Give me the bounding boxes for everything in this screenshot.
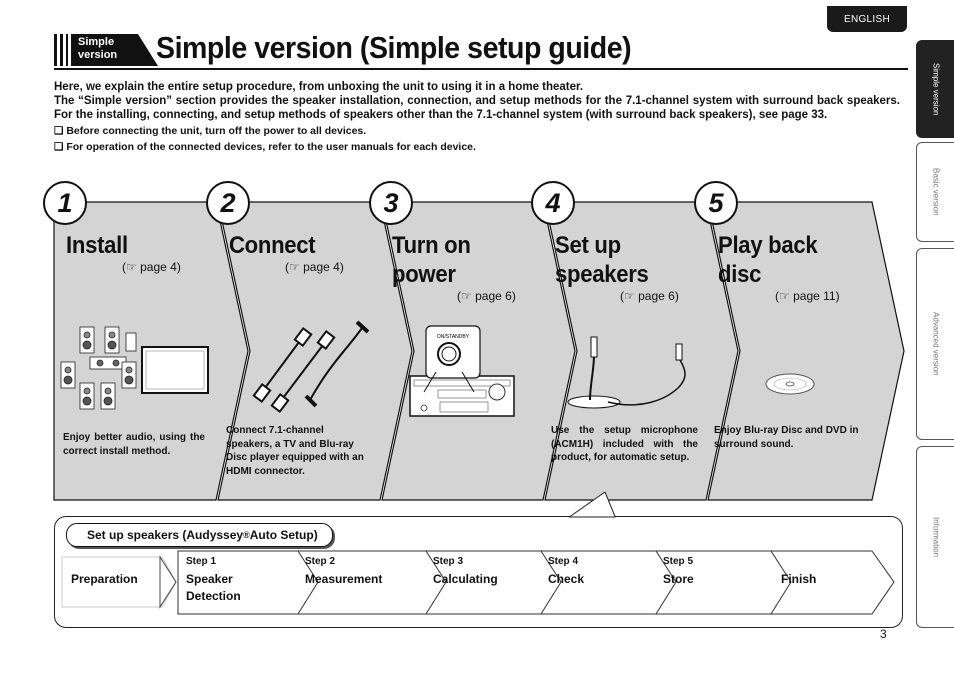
page-ref-turn-on[interactable]: (☞ page 6) xyxy=(457,289,516,303)
panel-play-back xyxy=(707,201,905,501)
flow-measurement: Measurement xyxy=(305,572,383,586)
step-number-2: 2 xyxy=(206,181,250,225)
microphone-icon xyxy=(567,336,686,409)
tab-simple-version[interactable]: Simple version xyxy=(916,40,954,138)
page-ref-play-back[interactable]: (☞ page 11) xyxy=(775,289,840,303)
flow-step-label: Step 2 xyxy=(305,556,336,567)
hand-pointer-icon: ☞ xyxy=(126,260,137,274)
page-title: Simple version (Simple setup guide) xyxy=(156,30,632,65)
tab-advanced-version[interactable]: Advanced version xyxy=(916,248,954,440)
audyssey-setup-box xyxy=(54,516,903,628)
desc-install: Enjoy better audio, using the correct in… xyxy=(63,432,205,457)
tab-label: Information xyxy=(931,516,941,558)
section-marker-bars xyxy=(54,34,74,66)
receiver-icon: ON/STANDBY xyxy=(409,325,515,417)
language-tab[interactable]: ENGLISH xyxy=(827,6,907,32)
speaker-icon xyxy=(60,326,137,410)
page-number: 3 xyxy=(880,627,887,641)
flow-calculating: Calculating xyxy=(433,572,498,586)
intro-line2: The “Simple version” section provides th… xyxy=(54,95,900,121)
desc-setup-speakers: Use the setup microphone (ACM1H) include… xyxy=(551,425,698,463)
hand-pointer-icon: ☞ xyxy=(779,289,790,303)
flow-arrow-finish xyxy=(770,550,895,615)
flow-step-label: Step 1 xyxy=(186,556,217,567)
tab-information[interactable]: Information xyxy=(916,446,954,628)
flow-step-label: Step 3 xyxy=(433,556,464,567)
tab-basic-version[interactable]: Basic version xyxy=(916,142,954,242)
on-standby-label: ON/STANDBY xyxy=(437,334,470,340)
hand-pointer-icon: ☞ xyxy=(624,289,635,303)
flow-preparation: Preparation xyxy=(71,572,138,586)
tab-label: Simple version xyxy=(931,62,941,116)
desc-play-back: Enjoy Blu-ray Disc and DVD in surround s… xyxy=(714,425,859,450)
badge-line2: version xyxy=(78,49,118,61)
disc-icon xyxy=(765,373,815,395)
cable-icon xyxy=(252,320,370,413)
badge-line1: Simple xyxy=(78,36,115,48)
intro-note2: ❑ For operation of the connected devices… xyxy=(54,141,476,153)
intro-note1: ❑ Before connecting the unit, turn off t… xyxy=(54,125,367,137)
flow-finish: Finish xyxy=(781,572,817,586)
intro-line1: Here, we explain the entire setup proced… xyxy=(54,81,584,93)
hand-pointer-icon: ☞ xyxy=(289,260,300,274)
flow-check: Check xyxy=(548,572,585,586)
page-ref-connect[interactable]: (☞ page 4) xyxy=(285,260,344,274)
flow-step-label: Step 5 xyxy=(663,556,694,567)
title-divider xyxy=(54,68,908,70)
audyssey-label: Set up speakers (Audyssey® Auto Setup) xyxy=(66,523,333,547)
page-ref-install[interactable]: (☞ page 4) xyxy=(122,260,181,274)
simple-version-badge: Simple version xyxy=(74,34,159,66)
hand-pointer-icon: ☞ xyxy=(461,289,472,303)
step-title-connect: Connect xyxy=(229,232,316,259)
page-ref-setup-speakers[interactable]: (☞ page 6) xyxy=(620,289,679,303)
step-number-4: 4 xyxy=(531,181,575,225)
intro-text: Here, we explain the entire setup proced… xyxy=(54,80,900,154)
tv-icon xyxy=(141,346,209,394)
flow-arrow-preparation xyxy=(61,556,177,608)
step-number-3: 3 xyxy=(369,181,413,225)
step-title-install: Install xyxy=(66,232,128,259)
tab-label: Advanced version xyxy=(931,312,941,376)
flow-step-label: Step 4 xyxy=(548,556,579,567)
step-number-1: 1 xyxy=(43,181,87,225)
flow-store: Store xyxy=(663,572,694,586)
step-number-5: 5 xyxy=(694,181,738,225)
desc-connect: Connect 7.1-channel speakers, a TV and B… xyxy=(226,425,364,477)
tab-label: Basic version xyxy=(931,168,941,216)
